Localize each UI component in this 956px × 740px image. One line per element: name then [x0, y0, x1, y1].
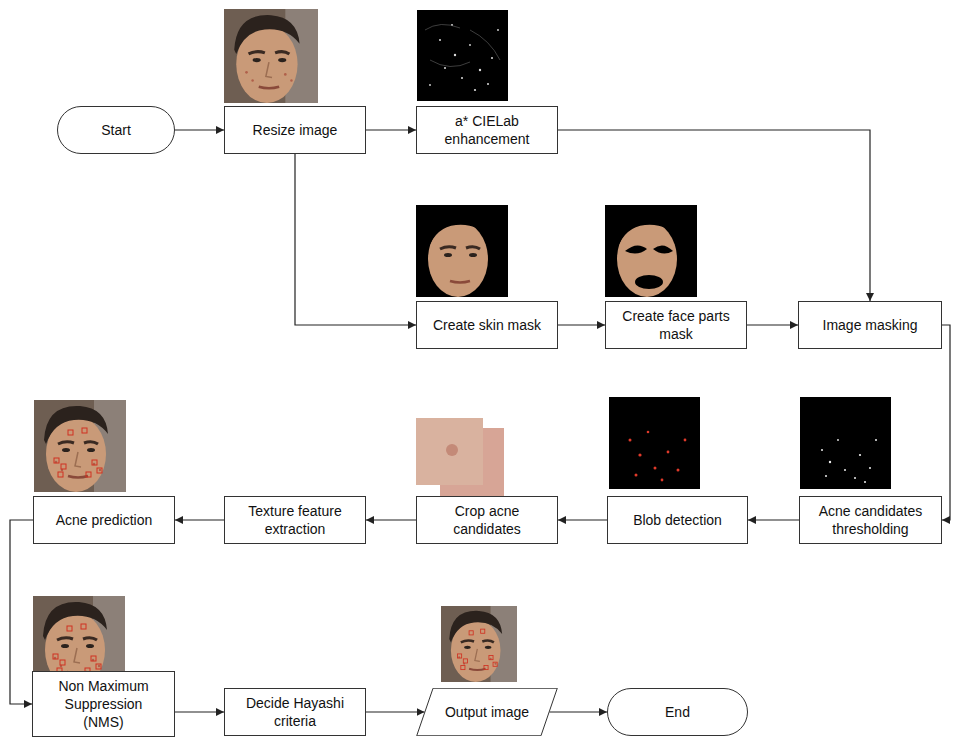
flow-arrow — [366, 129, 416, 130]
node-label: Acne prediction — [46, 511, 163, 529]
process-box: Image masking — [798, 301, 942, 349]
process-box: Texture feature extraction — [224, 496, 366, 544]
node-label: End — [655, 703, 700, 721]
output-parallelogram: Output image — [416, 688, 558, 736]
flow-arrow — [175, 129, 224, 130]
node-label: Start — [91, 121, 141, 139]
node-label: Create face parts mask — [606, 307, 746, 343]
flow-arrow — [10, 520, 33, 704]
flow-arrow — [558, 324, 605, 325]
terminal-oval: Start — [57, 106, 175, 154]
node-label: Non Maximum Suppression (NMS) — [33, 677, 174, 731]
node-label: Decide Hayashi criteria — [225, 694, 365, 730]
flow-arrow — [175, 711, 224, 712]
process-box: Resize image — [224, 106, 366, 154]
node-label: Image masking — [813, 316, 928, 334]
flow-arrow — [558, 130, 870, 301]
process-box: Create skin mask — [416, 301, 558, 349]
flow-arrow — [295, 154, 416, 325]
node-label: Acne candidates thresholding — [800, 502, 941, 538]
process-box: a* CIELab enhancement — [416, 106, 558, 154]
node-label: Blob detection — [623, 511, 732, 529]
node-label: Output image — [429, 703, 545, 721]
node-label: Texture feature extraction — [225, 502, 365, 538]
process-box: Blob detection — [607, 496, 748, 544]
node-label: a* CIELab enhancement — [417, 112, 557, 148]
process-box: Non Maximum Suppression (NMS) — [32, 671, 175, 737]
flow-arrow — [747, 324, 798, 325]
flow-arrow — [558, 519, 607, 520]
process-box: Acne prediction — [33, 496, 175, 544]
flow-arrow — [366, 519, 416, 520]
process-box: Acne candidates thresholding — [799, 496, 942, 544]
process-box: Crop acne candidates — [416, 496, 558, 544]
node-label: Create skin mask — [423, 316, 551, 334]
process-box: Decide Hayashi criteria — [224, 688, 366, 736]
flow-arrow — [366, 711, 425, 712]
flow-arrow — [748, 519, 799, 520]
terminal-oval: End — [607, 688, 748, 736]
flow-arrow — [550, 711, 608, 712]
flow-arrow — [942, 325, 950, 520]
flow-arrow — [175, 519, 224, 520]
process-box: Create face parts mask — [605, 301, 747, 349]
node-label: Crop acne candidates — [417, 502, 557, 538]
node-label: Resize image — [243, 121, 348, 139]
